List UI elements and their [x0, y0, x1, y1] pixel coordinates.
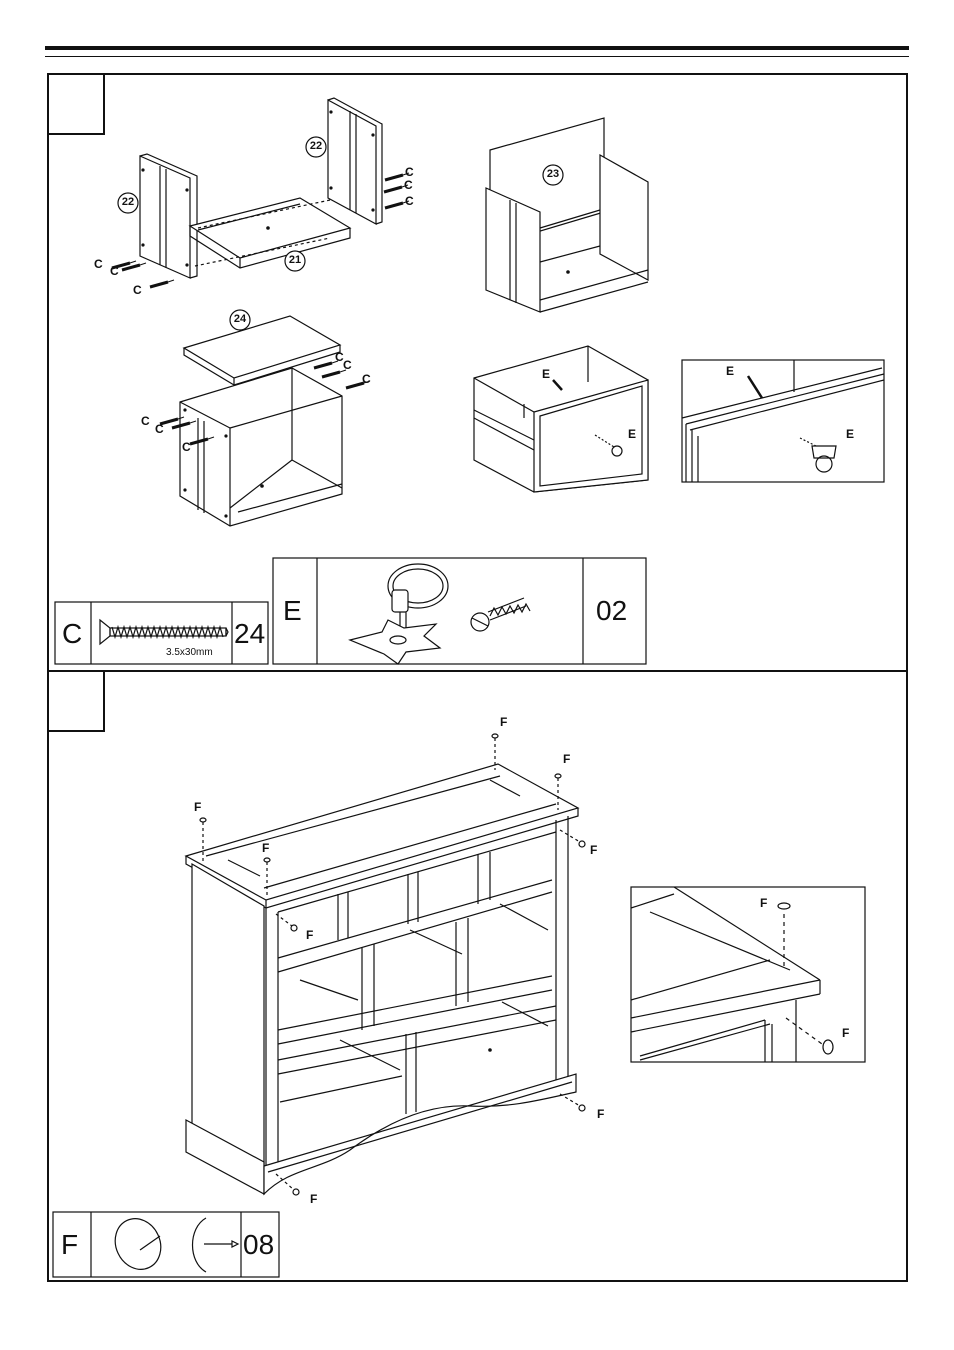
- callout-bottom: 21: [288, 254, 302, 266]
- label-c-8: C: [155, 422, 164, 436]
- header-rule-thin: [45, 56, 909, 57]
- step-2-number-box: [49, 672, 105, 732]
- label-e-2: E: [628, 427, 637, 441]
- hardware-e-qty: 02: [596, 595, 628, 626]
- header-rule-thick: [45, 46, 909, 50]
- label-c-2: C: [110, 264, 119, 278]
- label-e-1: E: [542, 367, 551, 381]
- label-c-11: C: [343, 358, 352, 372]
- hardware-f-letter: F: [61, 1229, 79, 1260]
- side-panel-left-drawing: [139, 153, 198, 279]
- box-carcass-drawing: [179, 367, 343, 527]
- handle-bolt-icon: [470, 597, 531, 632]
- cap-detail-drawing: [630, 886, 866, 1063]
- label-f-6: F: [306, 928, 314, 942]
- label-f-9: F: [760, 896, 768, 910]
- label-c-5: C: [404, 178, 413, 192]
- ring-handle-icon: [387, 563, 449, 628]
- callout-side-left: 22: [121, 196, 135, 208]
- label-f-8: F: [310, 1192, 318, 1206]
- drawer-handle-detail: [681, 359, 885, 483]
- label-c-9: C: [182, 440, 191, 454]
- label-c-7: C: [141, 414, 150, 428]
- label-f-5: F: [590, 843, 598, 857]
- bottom-panel-drawing: [188, 197, 352, 269]
- label-f-1: F: [500, 715, 508, 729]
- side-panel-right-drawing: [327, 97, 383, 226]
- backplate-icon: [348, 619, 442, 665]
- hardware-c-qty: 24: [234, 618, 266, 649]
- hardware-c-letter: C: [62, 618, 83, 649]
- hardware-table-handle-e: [272, 557, 647, 665]
- callout-back: 23: [546, 168, 560, 180]
- hardware-table-screw-c: [54, 601, 269, 665]
- hardware-e-letter: E: [283, 595, 302, 626]
- label-f-4: F: [262, 841, 270, 855]
- label-c-12: C: [362, 372, 371, 386]
- callout-top: 24: [233, 313, 247, 325]
- label-e-4: E: [846, 427, 855, 441]
- label-f-7: F: [597, 1107, 605, 1121]
- label-c-6: C: [405, 194, 414, 208]
- label-f-10: F: [842, 1026, 850, 1040]
- hardware-table-cap-f: [52, 1211, 280, 1278]
- label-c-1: C: [94, 257, 103, 271]
- drawer-boxes-drawing: [473, 345, 649, 493]
- label-e-3: E: [726, 364, 735, 378]
- label-f-3: F: [194, 800, 202, 814]
- screw-cap-icon: [114, 1217, 240, 1273]
- label-c-3: C: [133, 283, 142, 297]
- step-2-panel: [47, 670, 908, 1282]
- screw-icon: [99, 618, 229, 646]
- hardware-f-qty: 08: [243, 1229, 275, 1260]
- label-c-4: C: [405, 165, 414, 179]
- cabinet-drawing: [184, 733, 586, 1196]
- hardware-c-size: 3.5x30mm: [166, 647, 213, 658]
- label-c-10: C: [335, 350, 344, 364]
- step-1-number-box: [49, 75, 105, 135]
- label-f-2: F: [563, 752, 571, 766]
- callout-side-right: 22: [309, 140, 323, 152]
